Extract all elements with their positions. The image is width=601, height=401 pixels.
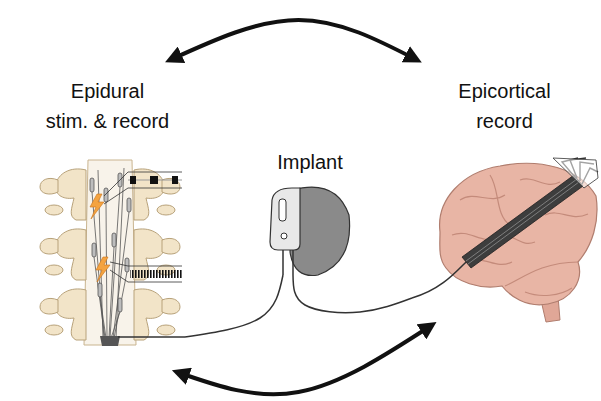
stimulation-bolt	[96, 257, 110, 282]
heading-label: Epicortical record	[445, 76, 565, 136]
brain-illustration	[412, 158, 598, 322]
stimulation-bolt	[90, 194, 104, 219]
lead-cable	[100, 336, 120, 346]
heading-label: Implant	[262, 147, 358, 177]
spine-illustration	[40, 160, 185, 346]
electrode-contacts	[90, 173, 131, 312]
lead-wire	[412, 262, 466, 298]
double-arrow	[170, 20, 417, 60]
spine-label-group: Epidural stim. & record	[30, 60, 185, 372]
lead-wire	[293, 275, 412, 313]
lead-wire	[185, 275, 283, 337]
vertebra	[40, 169, 180, 220]
implant-label-group: Implant	[257, 145, 363, 275]
double-arrow	[177, 325, 432, 394]
heading-label: Epidural stim. & record	[43, 76, 173, 136]
implant-device	[270, 187, 350, 275]
lead-wire	[118, 336, 185, 338]
record-callout	[110, 262, 182, 282]
electrode-strip	[462, 175, 583, 268]
brain-label-group: Epicortical record	[412, 60, 597, 325]
electrode-leads	[92, 168, 129, 338]
stim-callout	[104, 172, 182, 204]
